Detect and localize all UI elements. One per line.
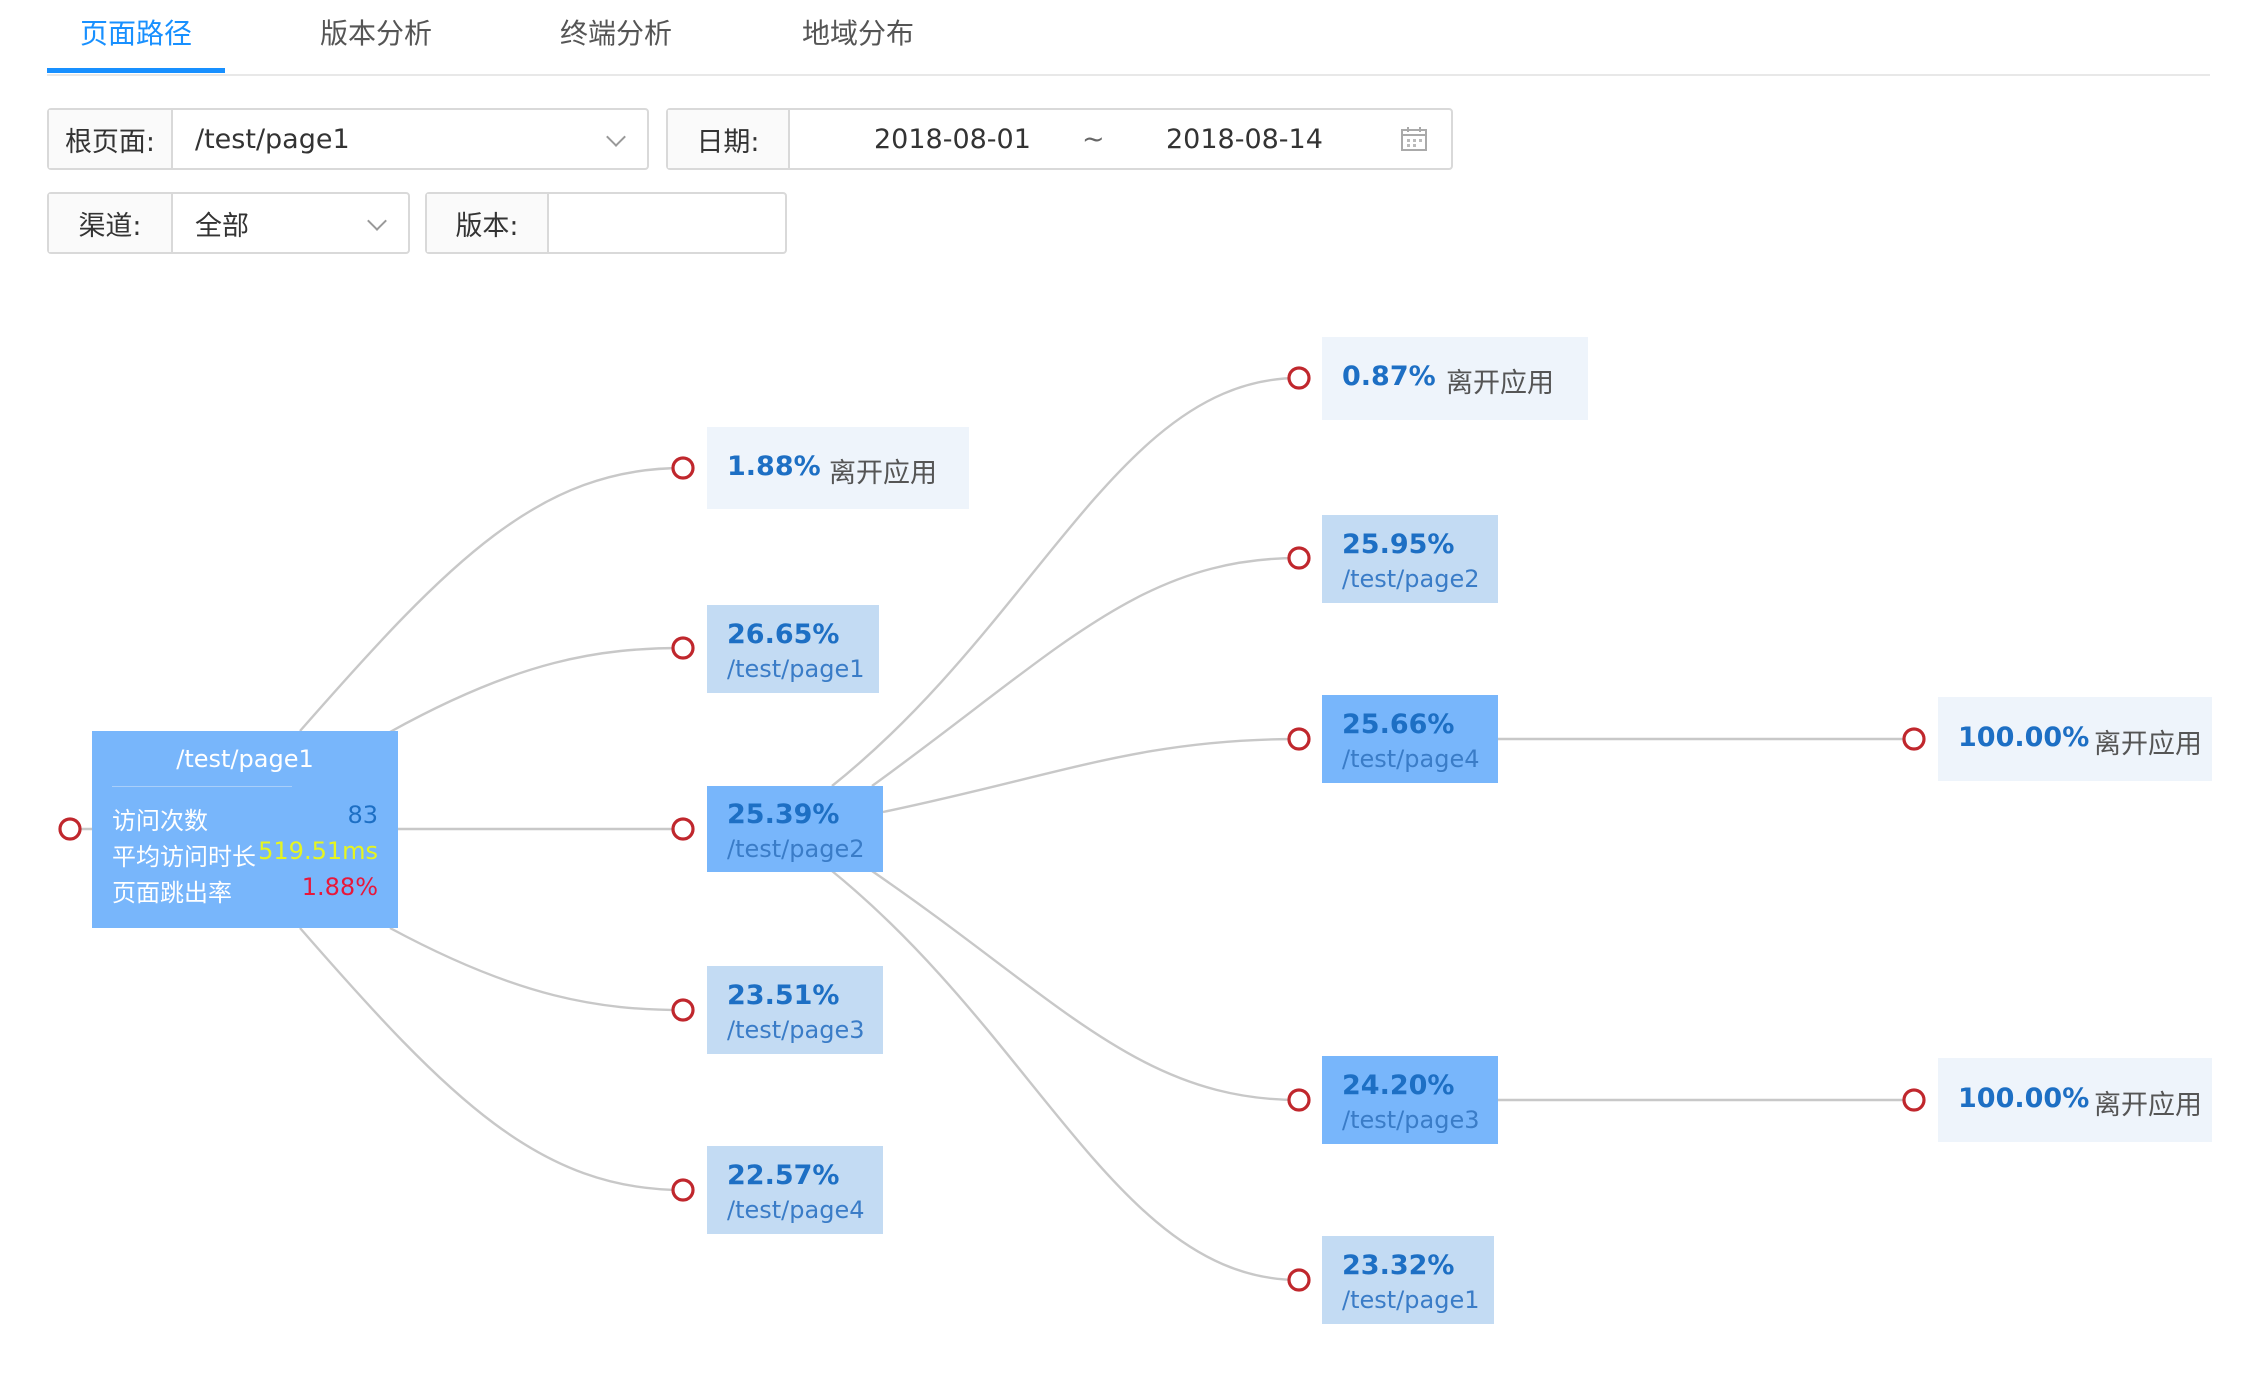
- tree-link: [299, 466, 684, 732]
- node-percentage: 23.32%: [1342, 1250, 1455, 1281]
- node-label: /test/page3: [1342, 1106, 1480, 1134]
- date-label: 日期:: [668, 110, 790, 168]
- node-label: /test/page2: [727, 835, 865, 863]
- node-circle: [1287, 1088, 1311, 1112]
- tab-page-path[interactable]: 页面路径: [80, 17, 193, 50]
- root-page-select[interactable]: 根页面: /test/page1: [47, 108, 649, 170]
- channel-label: 渠道:: [49, 194, 173, 252]
- root-page-value-text: /test/page1: [195, 123, 350, 155]
- date-range-picker[interactable]: 日期: 2018-08-01 ~ 2018-08-14: [666, 108, 1453, 170]
- tab-terminal-analysis[interactable]: 终端分析: [560, 17, 673, 50]
- avg-duration-label: 平均访问时长: [112, 843, 256, 871]
- node-label: /test/page4: [1342, 745, 1480, 773]
- tree-link: [871, 870, 1300, 1102]
- tree-link: [882, 737, 1300, 814]
- tree-link: [389, 646, 684, 734]
- node-circle: [1287, 366, 1311, 390]
- node-label: /test/page1: [1342, 1286, 1480, 1314]
- node-label: 离开应用: [2094, 729, 2202, 760]
- date-start[interactable]: 2018-08-01: [874, 123, 1031, 155]
- channel-value-text: 全部: [195, 210, 249, 242]
- node-label: /test/page4: [727, 1196, 865, 1224]
- tree-link: [389, 926, 684, 1012]
- node-percentage: 100.00%: [1958, 1083, 2090, 1114]
- date-end[interactable]: 2018-08-14: [1166, 123, 1323, 155]
- node-percentage: 25.95%: [1342, 529, 1455, 560]
- date-range-value[interactable]: 2018-08-01 ~ 2018-08-14: [790, 110, 1451, 168]
- node-circle: [671, 998, 695, 1022]
- root-page-value[interactable]: /test/page1: [173, 110, 647, 168]
- visit-count-label: 访问次数: [112, 807, 208, 835]
- divider: [112, 786, 292, 787]
- node-circle: [1287, 546, 1311, 570]
- bounce-rate-label: 页面跳出率: [112, 879, 232, 907]
- node-circle: [671, 817, 695, 841]
- node-percentage: 23.51%: [727, 980, 840, 1011]
- node-circle: [671, 1178, 695, 1202]
- node-circle: [1902, 727, 1926, 751]
- path-node[interactable]: 26.65% /test/page1: [707, 605, 879, 693]
- root-node-card[interactable]: /test/page1 访问次数 83 平均访问时长 519.51ms 页面跳出…: [92, 731, 398, 928]
- active-tab-indicator: [47, 68, 225, 73]
- bounce-rate-value: 1.88%: [301, 873, 378, 901]
- channel-select[interactable]: 渠道: 全部: [47, 192, 410, 254]
- calendar-icon[interactable]: [1401, 127, 1427, 151]
- tree-link: [299, 927, 684, 1192]
- node-percentage: 22.57%: [727, 1160, 840, 1191]
- node-circle: [671, 456, 695, 480]
- tab-version-analysis[interactable]: 版本分析: [320, 17, 433, 50]
- tab-bar: [47, 0, 2210, 76]
- path-node[interactable]: 23.32% /test/page1: [1322, 1236, 1494, 1324]
- node-percentage: 1.88%: [727, 451, 821, 482]
- node-label: 离开应用: [829, 458, 937, 489]
- node-circle: [58, 817, 82, 841]
- path-node[interactable]: 25.95% /test/page2: [1322, 515, 1498, 603]
- path-node-leave[interactable]: 1.88% 离开应用: [707, 427, 969, 509]
- node-label: 离开应用: [1446, 368, 1554, 399]
- tab-region-distribution[interactable]: 地域分布: [802, 17, 915, 50]
- node-circle: [1902, 1088, 1926, 1112]
- tree-link: [871, 556, 1300, 787]
- path-node-leave[interactable]: 0.87% 离开应用: [1322, 337, 1588, 420]
- avg-duration-value: 519.51ms: [258, 837, 378, 865]
- date-separator: ~: [1082, 123, 1105, 155]
- version-input-group[interactable]: 版本:: [425, 192, 787, 254]
- visit-count-value: 83: [347, 801, 378, 829]
- node-percentage: 24.20%: [1342, 1070, 1455, 1101]
- node-circle: [1287, 1268, 1311, 1292]
- node-percentage: 0.87%: [1342, 361, 1436, 392]
- node-circle: [1287, 727, 1311, 751]
- node-percentage: 100.00%: [1958, 722, 2090, 753]
- root-node-title: /test/page1: [176, 745, 314, 773]
- version-label: 版本:: [427, 194, 549, 252]
- path-node-leave[interactable]: 100.00% 离开应用: [1938, 1058, 2212, 1142]
- channel-value[interactable]: 全部: [173, 194, 408, 252]
- path-node-selected[interactable]: 25.66% /test/page4: [1322, 695, 1498, 783]
- node-circle: [671, 636, 695, 660]
- node-percentage: 25.39%: [727, 799, 840, 830]
- path-node[interactable]: 22.57% /test/page4: [707, 1146, 883, 1234]
- root-page-label: 根页面:: [49, 110, 173, 168]
- node-label: 离开应用: [2094, 1090, 2202, 1121]
- path-node-selected[interactable]: 25.39% /test/page2: [707, 786, 883, 872]
- path-node[interactable]: 23.51% /test/page3: [707, 966, 883, 1054]
- path-node-leave[interactable]: 100.00% 离开应用: [1938, 697, 2212, 781]
- node-percentage: 25.66%: [1342, 709, 1455, 740]
- tree-link: [831, 870, 1300, 1282]
- tree-link: [831, 376, 1300, 787]
- node-label: /test/page3: [727, 1016, 865, 1044]
- node-label: /test/page1: [727, 655, 865, 683]
- path-node-selected[interactable]: 24.20% /test/page3: [1322, 1056, 1498, 1144]
- node-label: /test/page2: [1342, 565, 1480, 593]
- node-percentage: 26.65%: [727, 619, 840, 650]
